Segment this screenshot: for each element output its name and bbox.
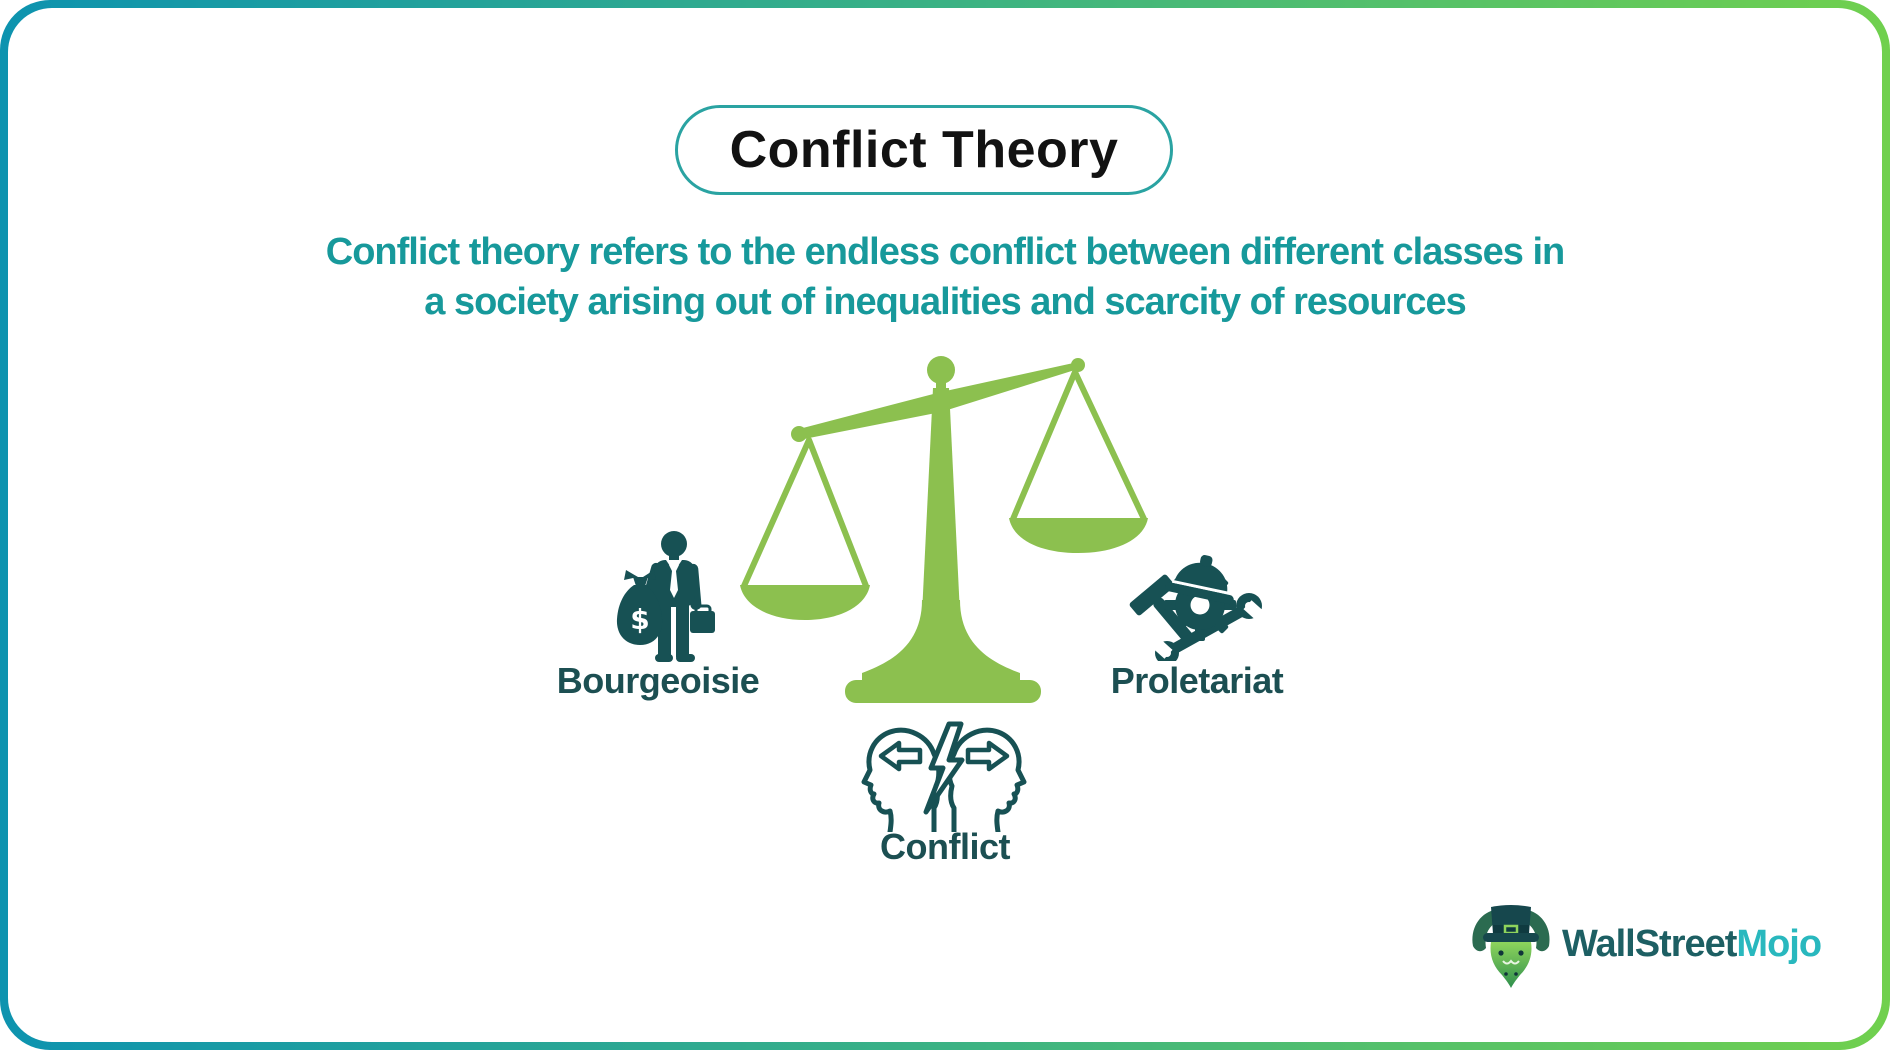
- conflict-heads-icon: [861, 721, 1027, 832]
- subtitle: Conflict theory refers to the endless co…: [0, 227, 1890, 327]
- balance-scale-icon: [740, 356, 1148, 703]
- subtitle-line-2: a society arising out of inequalities an…: [424, 281, 1466, 323]
- proletariat-label: Proletariat: [1110, 660, 1284, 701]
- bourgeoisie-label: Bourgeoisie: [556, 660, 760, 701]
- bull-top-hat-icon: [1472, 905, 1550, 988]
- title-pill: Conflict Theory: [675, 105, 1173, 195]
- businessman-money-icon: $: [616, 531, 715, 662]
- dollar-symbol: $: [630, 603, 649, 636]
- wallstreetmojo-logo: WallStreetMojo: [1470, 900, 1822, 988]
- page-title: Conflict Theory: [729, 121, 1119, 179]
- logo-text-secondary: Mojo: [1736, 923, 1822, 965]
- worker-tools-icon: [1129, 555, 1264, 661]
- subtitle-line-1: Conflict theory refers to the endless co…: [325, 231, 1565, 273]
- logo-text-primary: WallStreet: [1562, 923, 1737, 965]
- logo-text: WallStreetMojo: [1562, 923, 1822, 965]
- conflict-label: Conflict: [880, 826, 1010, 867]
